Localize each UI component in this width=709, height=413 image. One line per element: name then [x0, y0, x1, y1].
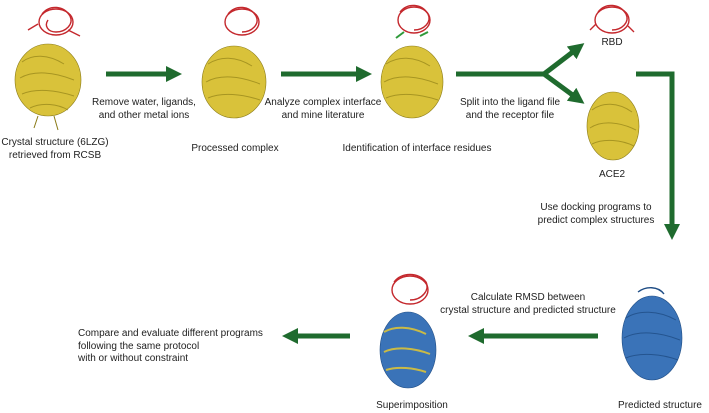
superimposition-label: Superimposition — [376, 400, 448, 411]
rbd-label: RBD — [601, 37, 623, 48]
step-docking-label: Use docking programs to predict complex … — [537, 202, 655, 226]
step-compare-label: Compare and evaluate different programs … — [78, 328, 263, 364]
predicted-structure-molecule — [621, 287, 683, 381]
interface-residues-molecule — [380, 4, 444, 119]
step-rmsd-label: Calculate RMSD between crystal structure… — [440, 292, 616, 316]
processed-complex-label: Processed complex — [191, 143, 279, 154]
crystal-structure-label: Crystal structure (6LZG) retrieved from … — [1, 137, 109, 161]
step-split-label: Split into the ligand file and the recep… — [459, 97, 561, 121]
ace2-molecule — [586, 91, 640, 161]
interface-residues-label: Identification of interface residues — [342, 143, 492, 154]
superimposition-molecule — [379, 273, 437, 389]
arrow-split-rbd — [542, 43, 585, 76]
predicted-structure-label: Predicted structure — [618, 400, 702, 411]
crystal-structure-molecule — [14, 6, 82, 131]
arrow-to-docking — [636, 71, 681, 240]
processed-complex-molecule — [201, 6, 267, 119]
step-analyze-label: Analyze complex interface and mine liter… — [264, 97, 382, 121]
ace2-label: ACE2 — [598, 169, 626, 180]
step-remove-label: Remove water, ligands, and other metal i… — [92, 97, 196, 121]
arrow-split-ace2 — [542, 71, 585, 104]
rbd-molecule — [589, 4, 635, 34]
